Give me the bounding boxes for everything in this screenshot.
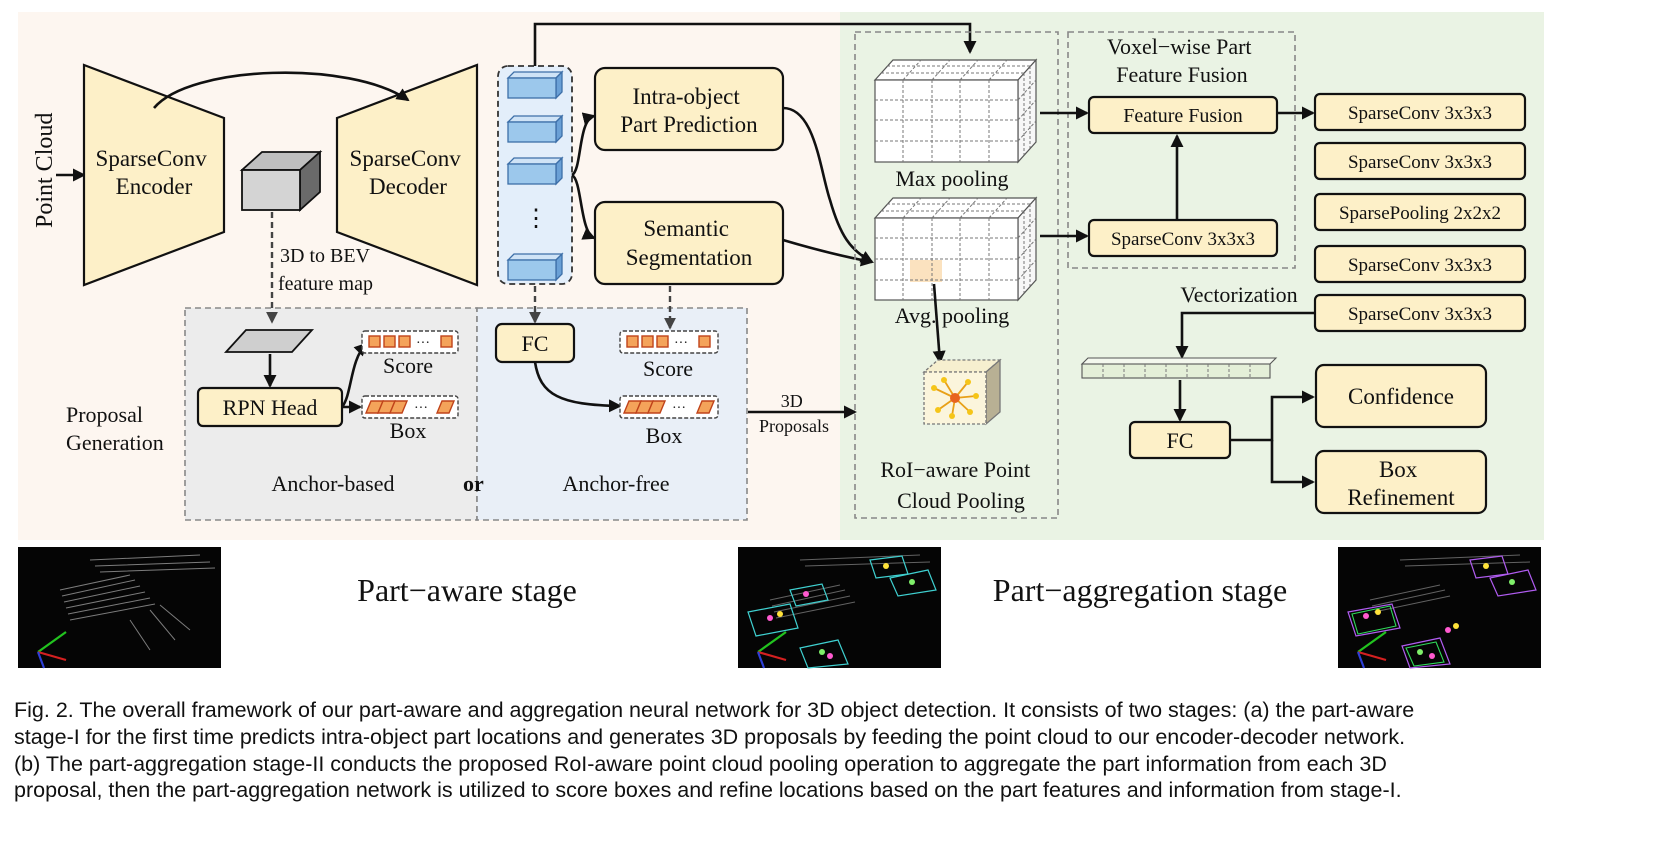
sparseconv-fusion-box [1087,218,1279,258]
proposal-generation-label: Proposal Generation [66,402,164,455]
sparseconv-fusion-label: SparseConv 3x3x3 [1111,229,1255,250]
decoder-block [335,63,479,287]
score-cells-anchor-based: ··· [361,330,459,354]
pooled-voxel-icon [922,358,1002,426]
stack-item-2: SparseConv 3x3x3 [1348,152,1492,173]
feature-ellipsis: ⋮ [524,206,548,232]
svg-text:···: ··· [416,336,430,351]
feature-vector-bar-icon [1080,357,1278,379]
confidence-label: Confidence [1348,384,1454,409]
svg-text:···: ··· [414,401,428,416]
fc-head-label: FC [1167,428,1194,453]
semantic-seg-box [593,200,785,286]
point-cloud-label: Point Cloud [32,113,58,228]
semantic-seg-label: Semantic Segmentation [626,216,753,270]
max-pooling-label: Max pooling [895,166,1008,191]
anchor-based-label: Anchor-based [272,471,395,496]
part-aware-stage-label: Part−aware stage [357,572,577,608]
feature-cube-icon [239,149,323,213]
stack-item-5: SparseConv 3x3x3 [1348,304,1492,325]
point-cloud-render-stage1 [738,547,941,669]
or-label: or [463,471,484,496]
encoder-label: SparseConv Encoder [96,146,213,199]
proposals-3d-label: 3D Proposals [759,391,829,436]
anchor-free-label: Anchor-free [562,471,669,496]
box-refinement-box [1314,449,1488,515]
box-label-anchor-free: Box [646,423,683,448]
feature-fusion-box [1087,95,1279,135]
decoder-label: SparseConv Decoder [350,146,467,199]
box-cells-anchor-free: ··· [619,395,719,419]
rpn-head-label: RPN Head [223,395,318,420]
encoder-block [82,63,226,287]
caption-line-2: stage-I for the first time predicts intr… [14,724,1406,749]
stack-item-3: SparsePooling 2x2x2 [1339,203,1501,224]
point-cloud-render-input [18,547,221,669]
score-label-anchor-free: Score [643,356,693,381]
part-prediction-label: Intra-object Part Prediction [620,84,758,137]
score-label-anchor-based: Score [383,353,433,378]
feature-vectors-icon [506,70,564,282]
vectorization-label: Vectorization [1180,282,1297,307]
point-cloud-render-stage2 [1338,547,1541,669]
sparseconv-stack: SparseConv 3x3x3 SparseConv 3x3x3 Sparse… [1313,92,1527,333]
bev-map-icon [223,329,315,353]
roi-pooling-label: RoI−aware Point Cloud Pooling [880,457,1035,513]
feature-fusion-title: Voxel−wise Part Feature Fusion [1107,34,1257,87]
avg-pooling-grid-icon [873,196,1038,302]
box-cells-anchor-based: ··· [361,395,459,419]
caption-line-3: (b) The part-aggregation stage-II conduc… [14,751,1387,776]
feature-fusion-panel [1067,31,1296,269]
figure-caption: Fig. 2. The overall framework of our par… [14,697,1644,804]
svg-text:···: ··· [672,401,686,416]
stack-item-4: SparseConv 3x3x3 [1348,255,1492,276]
max-pooling-grid-icon [873,58,1038,164]
bev-label: 3D to BEV feature map [278,245,375,295]
fc-anchor-free-label: FC [522,331,549,356]
caption-line-4: proposal, then the part-aggregation netw… [14,778,1402,803]
avg-pooling-label: Avg. pooling [895,303,1009,328]
part-prediction-box [593,66,785,152]
roi-pooling-panel [854,31,1059,519]
feature-fusion-label: Feature Fusion [1123,105,1242,127]
score-cells-anchor-free: ··· [619,330,719,354]
box-label-anchor-based: Box [390,418,427,443]
stack-item-1: SparseConv 3x3x3 [1348,103,1492,124]
part-aggregation-stage-label: Part−aggregation stage [993,572,1287,608]
caption-line-1: Fig. 2. The overall framework of our par… [14,698,1415,722]
svg-text:···: ··· [674,336,688,351]
confidence-box [1314,363,1488,429]
box-refinement-label: Box Refinement [1347,457,1455,510]
